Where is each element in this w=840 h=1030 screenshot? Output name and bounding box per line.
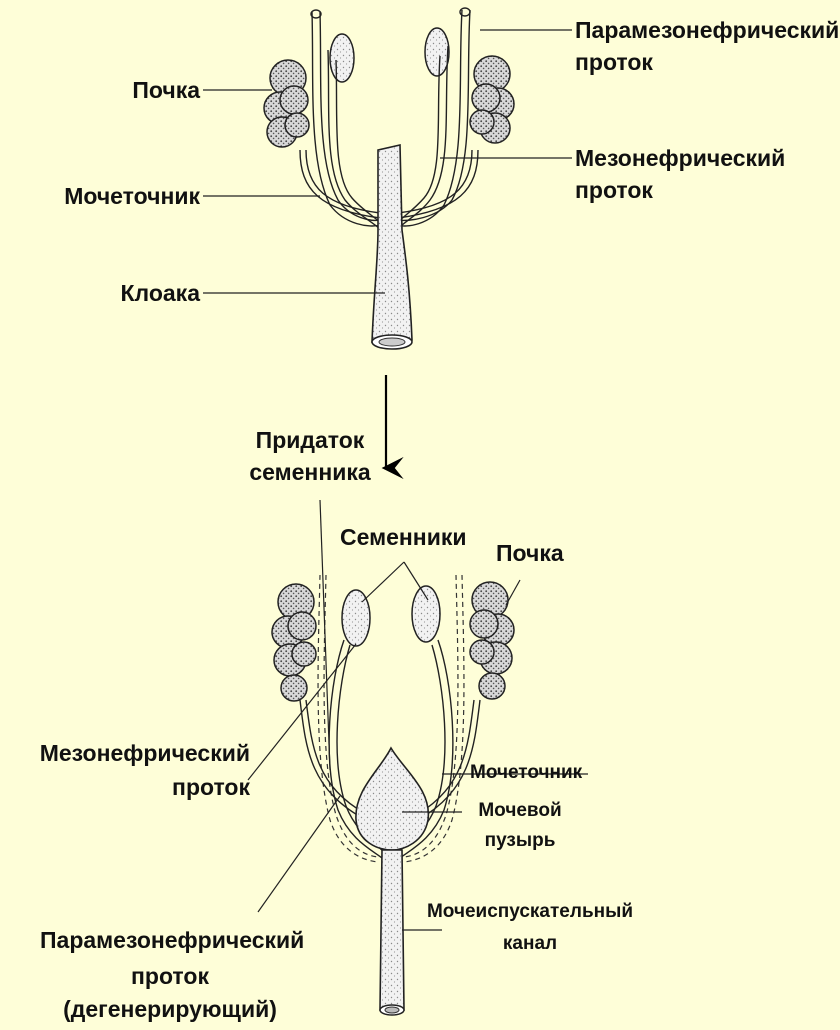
label-paramesonephric-duct-top: Парамезонефрический проток: [575, 14, 835, 78]
label-urethra: Мочеиспускательный канал: [420, 896, 640, 960]
label-ureter-bottom: Мочеточник: [470, 760, 600, 786]
label-mesonephric-duct-bottom: Мезонефрический проток: [12, 736, 250, 804]
label-epididymis: Придаток семенника: [240, 424, 380, 488]
top-left-gonad: [330, 34, 354, 82]
label-degenerating: (дегенерирующий): [40, 994, 300, 1024]
top-embryo-drawing: [264, 8, 514, 349]
label-kidney-bottom: Почка: [496, 538, 596, 568]
bottom-urethra-shape: [380, 850, 404, 1010]
label-kidney-top: Почка: [90, 75, 200, 105]
label-cloaca: Клоака: [60, 278, 200, 308]
top-right-gonad: [425, 28, 449, 76]
bottom-bladder-shape: [356, 748, 428, 850]
bottom-right-testis: [412, 586, 440, 642]
label-paramesonephric-duct-bottom: Парамезонефрический проток: [40, 922, 300, 994]
bottom-right-kidney: [470, 582, 514, 699]
label-ureter-top: Мочеточник: [20, 181, 200, 211]
top-left-kidney: [264, 60, 309, 147]
bottom-left-kidney: [272, 584, 316, 701]
top-right-kidney: [470, 56, 514, 143]
label-bladder: Мочевой пузырь: [465, 796, 575, 856]
top-cloaca-shape: [372, 145, 412, 342]
label-testes: Семенники: [340, 522, 480, 552]
label-mesonephric-duct-top: Мезонефрический проток: [575, 142, 805, 206]
